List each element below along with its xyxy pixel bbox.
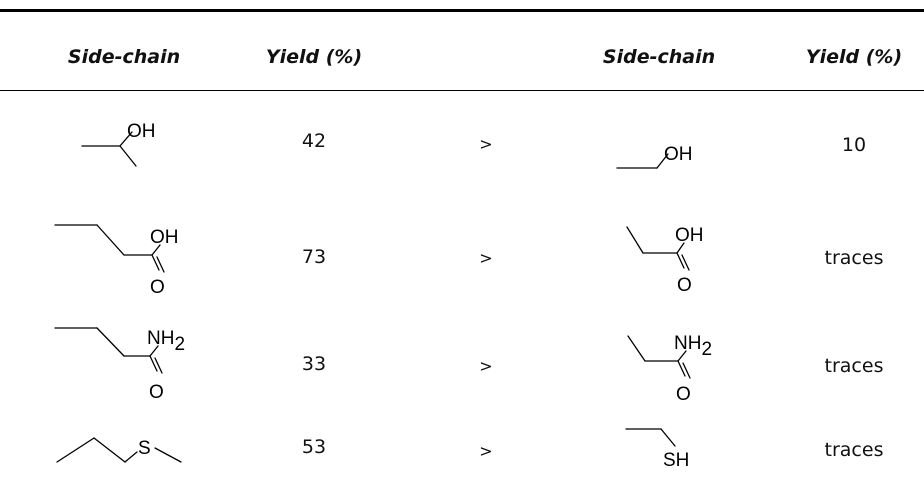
comparison-row1: > xyxy=(479,134,493,154)
bond xyxy=(119,131,133,147)
bond xyxy=(93,437,126,463)
structure-row3-left: NH2 O xyxy=(54,327,185,403)
structure-row1-right: OH xyxy=(616,144,693,169)
svg-text:NH2: NH2 xyxy=(147,328,185,355)
bond xyxy=(677,360,686,377)
bond xyxy=(56,437,95,463)
svg-text:NH2: NH2 xyxy=(674,333,712,360)
structure-label: S xyxy=(138,438,151,459)
yield-row4-right: traces xyxy=(824,439,884,461)
comparison-row4: > xyxy=(479,441,493,461)
bond xyxy=(627,335,646,362)
structure-label-bottom: O xyxy=(677,275,692,296)
bond xyxy=(119,145,137,167)
top-rule xyxy=(0,9,924,12)
bond xyxy=(676,252,685,269)
bond xyxy=(124,451,138,463)
yield-row1-left: 42 xyxy=(301,130,327,152)
structure-row4-right: SH xyxy=(625,428,689,471)
structure-row1-left: OH xyxy=(81,121,156,167)
structure-row4-left: S xyxy=(56,437,182,463)
bond xyxy=(681,254,690,271)
structure-label-bottom: O xyxy=(150,277,165,298)
bond xyxy=(682,362,691,379)
header-yield-left: Yield (%) xyxy=(265,46,363,68)
structure-label-top: OH xyxy=(150,227,179,248)
structure-label: OH xyxy=(127,121,156,142)
structure-label-bottom: O xyxy=(149,382,164,403)
bond xyxy=(96,327,125,357)
bond xyxy=(656,153,669,169)
header-side-chain-right: Side-chain xyxy=(602,46,716,68)
bond xyxy=(660,428,676,447)
bond xyxy=(151,244,161,256)
structure-row3-right: NH2 O xyxy=(627,333,712,405)
header-side-chain-left: Side-chain xyxy=(67,46,181,68)
bond xyxy=(677,350,687,362)
structure-label-bottom: O xyxy=(676,384,691,405)
structure-label-top: NH xyxy=(674,333,701,354)
header-yield-right: Yield (%) xyxy=(805,46,903,68)
structure-label: OH xyxy=(664,144,693,165)
structure-label: SH xyxy=(663,450,689,471)
structure-label-top: OH xyxy=(675,225,704,246)
comparison-row2: > xyxy=(479,248,493,268)
bond xyxy=(626,226,644,254)
bond xyxy=(151,254,160,271)
yield-row2-right: traces xyxy=(824,247,884,269)
yield-row4-left: 53 xyxy=(301,436,327,458)
bond xyxy=(154,357,163,374)
yield-row1-right: 10 xyxy=(841,134,867,156)
bond xyxy=(149,345,159,357)
structure-row2-right: OH O xyxy=(626,225,704,296)
structure-label-top: NH xyxy=(147,328,174,349)
structure-label-subscript: 2 xyxy=(701,339,712,360)
yield-row3-left: 33 xyxy=(301,353,327,375)
bond xyxy=(154,447,182,463)
structure-row2-left: OH O xyxy=(54,224,179,298)
bond xyxy=(676,242,685,254)
bond xyxy=(96,224,125,256)
bond xyxy=(149,355,158,372)
comparison-row3: > xyxy=(479,356,493,376)
yield-row3-right: traces xyxy=(824,355,884,377)
structure-label-subscript: 2 xyxy=(174,334,185,355)
bond xyxy=(156,256,165,273)
yield-row2-left: 73 xyxy=(301,246,327,268)
header-rule xyxy=(0,90,924,91)
